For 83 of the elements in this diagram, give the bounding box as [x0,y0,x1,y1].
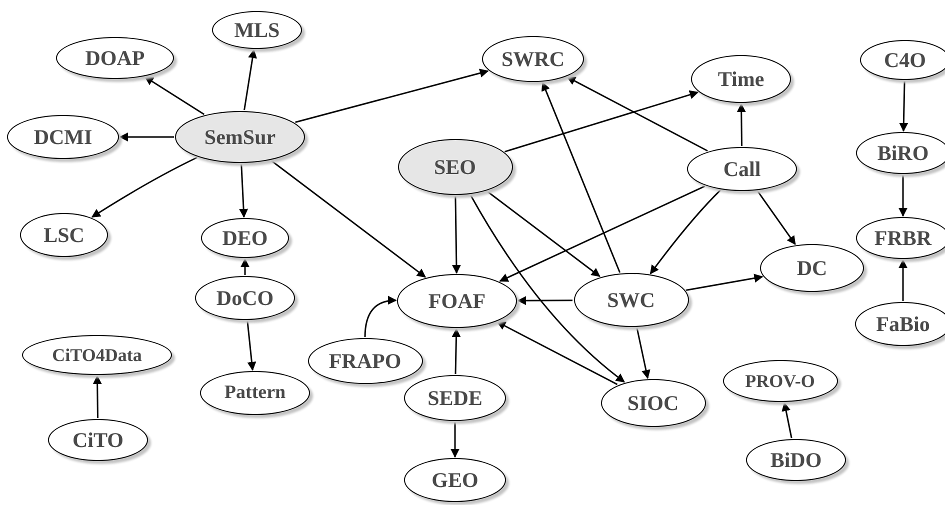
node-label: DC [796,256,828,280]
arrow [898,175,908,217]
ellipse-node [7,115,119,159]
node-label: SEDE [428,386,482,410]
arrow [504,90,699,152]
ellipse-node [212,11,302,49]
ellipse-node [397,274,517,328]
node-label: CiTO4Data [52,344,142,366]
arrow [736,103,746,146]
node-label: Time [718,66,764,92]
node-label: LSC [44,222,84,248]
arrow [499,186,706,282]
node-label: Call [723,156,761,182]
arrow [92,375,102,418]
node-label: SIOC [627,390,679,416]
ellipse-node [687,147,797,191]
arrow [541,82,621,273]
arrow [144,76,205,115]
node-label: SEO [434,154,476,180]
ellipse-node [20,213,108,257]
ellipse-node [691,55,791,103]
arrow [246,320,256,371]
node-label: GEO [432,468,478,492]
ellipse-node [600,379,706,427]
node-label: Pattern [224,382,286,404]
arrow [686,274,764,292]
node-label: DEO [222,226,268,250]
node-label: SWC [607,288,655,312]
ellipse-node [48,419,148,461]
arrow [757,190,796,246]
ellipse-node [201,218,289,258]
node-label: PROV-O [745,370,815,392]
arrow [782,402,792,438]
ellipse-node [200,371,310,415]
node-label: DOAP [85,46,145,70]
arrow [496,321,618,386]
arrow [240,258,250,275]
ellipse-node [175,111,305,163]
ellipse-node [195,276,295,320]
node-label: BiRO [877,140,929,166]
node-label: DoCO [216,286,274,310]
ellipse-node [860,40,945,80]
ellipse-node [482,36,584,82]
arrow [295,68,489,123]
ellipse-node [722,360,838,402]
node-label: FaBio [876,312,930,336]
arrow [119,132,174,142]
arrow [91,156,198,218]
node-label: C4O [884,48,926,72]
ellipse-node [760,244,864,292]
node-label: FRBR [874,226,932,250]
arrow [566,76,708,152]
arrow [636,328,650,379]
node-label: FOAF [428,288,486,314]
arrow [270,160,426,278]
arrow [364,296,397,338]
arrow [517,296,573,306]
node-label: DCMI [34,124,92,150]
node-label: FRAPO [328,348,402,374]
node-label: BiDO [770,448,822,472]
arrow [452,196,461,274]
node-label: SWRC [501,46,564,72]
arrow [452,328,461,374]
arrow [244,49,257,110]
node-label: SemSur [204,124,276,150]
ellipse-node [56,37,174,79]
arrow [650,190,721,274]
arrow [470,194,625,382]
ellipse-node [746,439,846,481]
ellipse-node [574,273,688,327]
node-label: CiTO [72,428,124,452]
ellipse-node [308,338,422,384]
arrow [899,80,908,132]
ellipse-node [855,302,945,346]
ellipse-node [856,132,945,174]
arrow [450,422,460,458]
ellipse-node [404,375,506,421]
ellipse-node [856,217,945,259]
arrow [239,164,248,218]
arrow [898,259,908,301]
arrow [486,190,600,277]
ellipse-node [404,458,506,502]
node-label: MLS [234,18,280,42]
